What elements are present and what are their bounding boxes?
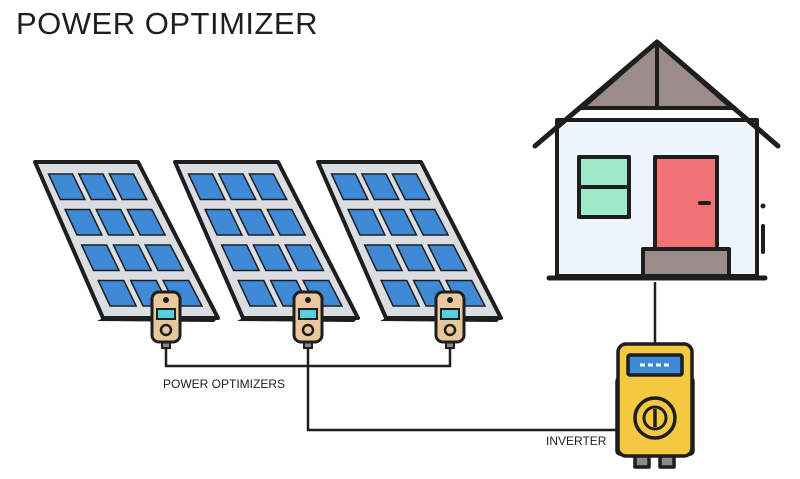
solar-panel-icon — [316, 160, 503, 322]
optimizer-led — [447, 297, 453, 303]
panel-cell — [80, 244, 121, 272]
panel-cell — [143, 244, 185, 272]
panel-cell — [108, 173, 148, 201]
panel-cell — [426, 244, 468, 272]
solar-panel-icon — [33, 160, 220, 322]
power-optimizer-icon — [292, 290, 324, 349]
panel-cell — [220, 244, 261, 272]
inverter-icon — [615, 342, 695, 469]
panel-cell — [395, 244, 436, 272]
panel-cell — [47, 173, 87, 201]
inverter-label: INVERTER — [546, 434, 607, 448]
power-optimizer-icon — [434, 290, 466, 349]
optimizer-group — [150, 290, 466, 349]
panel-cell — [77, 173, 118, 201]
panel-cell — [363, 244, 404, 272]
panel-cell — [112, 244, 153, 272]
optimizer-led — [305, 297, 311, 303]
panel-cell — [346, 208, 387, 236]
panel-cell — [391, 173, 431, 201]
optimizers-label: POWER OPTIMIZERS — [163, 377, 286, 391]
panel-cell — [203, 208, 244, 236]
panel-cell — [409, 208, 450, 236]
panel-cell — [360, 173, 401, 201]
optimizer-dial — [443, 323, 457, 337]
panel-cell — [63, 208, 104, 236]
panel-cell — [283, 244, 325, 272]
wiring — [164, 282, 657, 432]
roof-eave — [532, 39, 781, 149]
panel-cell — [266, 208, 307, 236]
optimizer-dial — [159, 323, 173, 337]
inverter-screen — [626, 353, 684, 377]
panel-cell — [235, 208, 275, 236]
optimizer-dial — [301, 323, 315, 337]
power-optimizer-icon — [150, 290, 182, 349]
panel-cell — [252, 244, 293, 272]
wall-dot — [760, 203, 766, 209]
house-icon — [532, 39, 781, 281]
panel-cell — [378, 208, 418, 236]
page-title: POWER OPTIMIZER — [16, 6, 318, 41]
panel-cell — [217, 173, 258, 201]
panel-cell — [97, 279, 138, 307]
panel-cell — [380, 279, 421, 307]
optimizer-screen — [156, 308, 176, 320]
panel-cell — [187, 173, 227, 201]
panel-cell — [330, 173, 370, 201]
house-step — [641, 247, 731, 278]
optimizer-screen — [298, 308, 318, 320]
solar-panel-array — [33, 160, 503, 322]
panel-cell — [126, 208, 167, 236]
optimizer-led — [163, 297, 169, 303]
optimizer-screen — [440, 308, 460, 320]
panel-cell — [237, 279, 278, 307]
panel-cell — [248, 173, 288, 201]
panel-cell — [95, 208, 135, 236]
inverter-wire — [306, 366, 616, 432]
